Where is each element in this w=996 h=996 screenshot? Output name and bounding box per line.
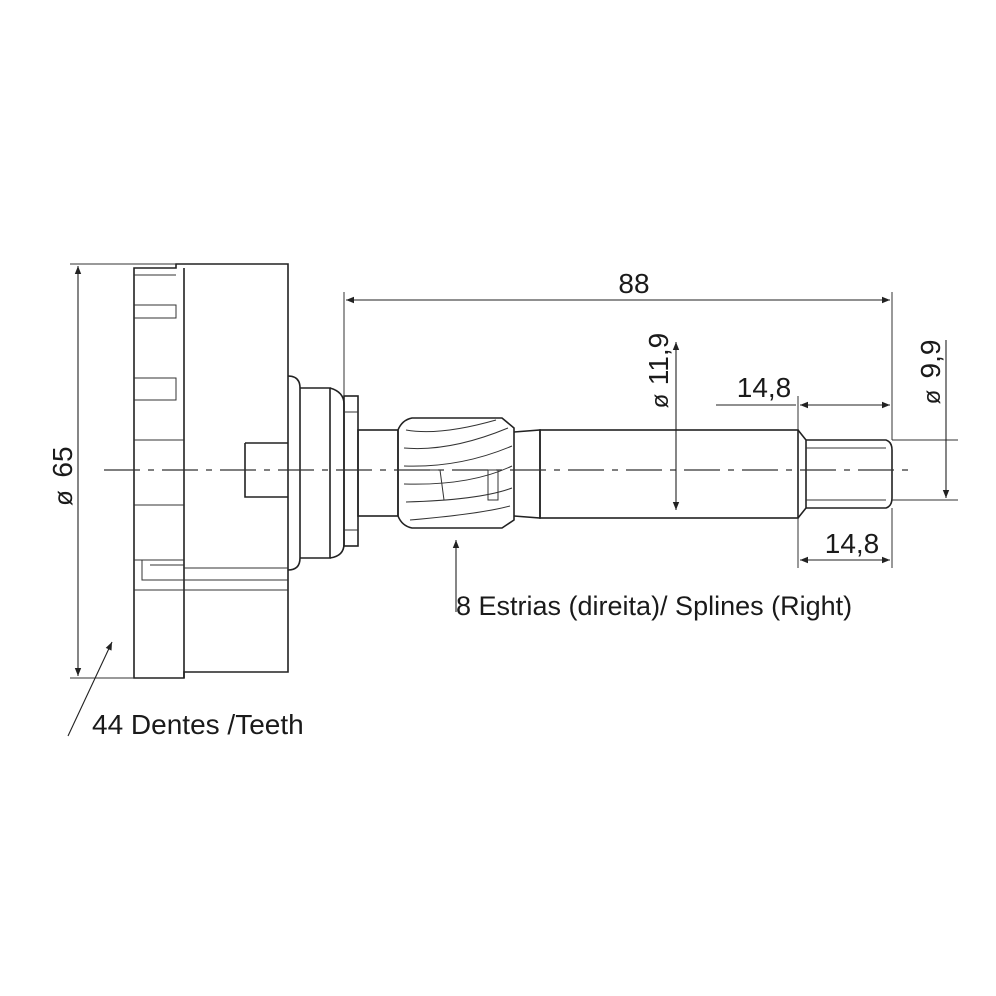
spline-section [397, 417, 515, 529]
dim-body-diameter: ø 65 [47, 263, 176, 679]
hub-collar [287, 375, 399, 571]
callout-teeth-label: 44 Dentes /Teeth [92, 709, 304, 740]
dim-length-lower: 14,8 [797, 508, 893, 568]
diameter-symbol: ø [647, 393, 674, 408]
dim-tip-diameter: ø 9,9 [892, 340, 958, 501]
dim-length-lower-label: 14,8 [825, 528, 880, 559]
diameter-symbol: ø [919, 389, 946, 404]
callout-splines-label: 8 Estrias (direita)/ Splines (Right) [456, 591, 852, 621]
gear-body [133, 263, 289, 679]
callout-teeth: 44 Dentes /Teeth [67, 641, 304, 740]
callout-splines: 8 Estrias (direita)/ Splines (Right) [452, 540, 852, 621]
dim-spline-diameter: ø 11,9 [643, 333, 680, 510]
dim-overall-length: 88 [343, 268, 893, 440]
diameter-symbol: ø [48, 490, 78, 506]
shaft [513, 429, 893, 519]
dim-length-upper: 14,8 [716, 372, 890, 430]
dim-spline-diameter-label: 11,9 [643, 333, 674, 385]
dim-body-diameter-label: 65 [47, 446, 78, 477]
dim-tip-diameter-label: 9,9 [915, 340, 946, 379]
dim-overall-length-label: 88 [618, 268, 649, 299]
dim-length-upper-label: 14,8 [737, 372, 792, 403]
